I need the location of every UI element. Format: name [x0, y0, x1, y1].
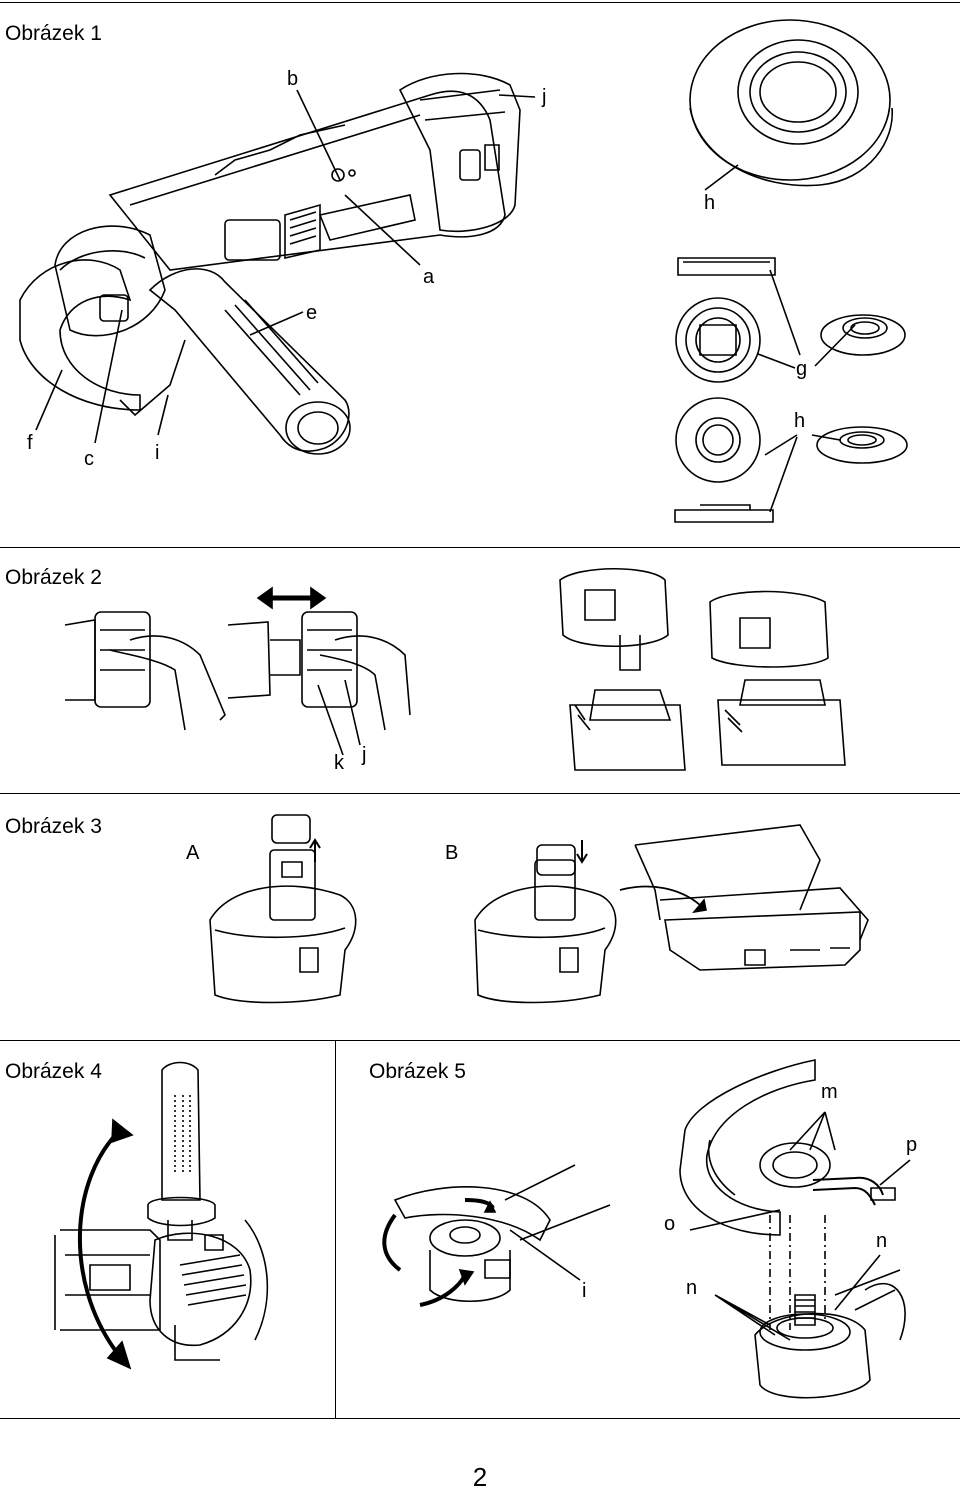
label-a: a — [423, 266, 435, 288]
rule-1 — [0, 547, 960, 548]
label-j-fig2: j — [362, 744, 367, 766]
figure-3-caption: Obrázek 3 — [5, 815, 102, 838]
label-g: g — [796, 358, 808, 380]
label-p: p — [906, 1134, 918, 1156]
angle-grinder-illustration — [0, 0, 960, 540]
label-k: k — [334, 752, 344, 774]
page-number: 2 — [472, 1462, 488, 1492]
subfigure-label-A: A — [186, 842, 200, 864]
label-n-left: n — [686, 1277, 698, 1299]
label-o: o — [664, 1213, 676, 1235]
label-e: e — [306, 302, 318, 324]
side-handle-rotation-illustration — [0, 1040, 335, 1418]
label-b: b — [287, 68, 299, 90]
label-h-top: h — [704, 192, 716, 214]
label-i-fig5: i — [582, 1280, 587, 1302]
figure-5-caption: Obrázek 5 — [369, 1060, 466, 1083]
rule-2 — [0, 793, 960, 794]
figure-1-caption: Obrázek 1 — [5, 22, 102, 45]
rule-3 — [0, 1040, 960, 1041]
label-m: m — [821, 1081, 838, 1103]
figure-4-caption: Obrázek 4 — [5, 1060, 102, 1083]
subfigure-label-B: B — [445, 842, 459, 864]
battery-insertion-illustration — [0, 540, 960, 800]
top-rule — [0, 2, 960, 3]
rule-4 — [0, 1418, 960, 1419]
label-c: c — [84, 448, 94, 470]
label-i: i — [155, 442, 160, 464]
label-h-mid: h — [794, 410, 806, 432]
figure-2-caption: Obrázek 2 — [5, 566, 102, 589]
guard-mounting-illustration — [335, 1040, 960, 1418]
flange-illustrations — [0, 0, 960, 540]
battery-cap-illustration — [0, 800, 960, 1040]
column-divider — [335, 1040, 336, 1418]
label-f: f — [27, 432, 33, 454]
label-j: j — [542, 86, 547, 108]
label-n-right: n — [876, 1230, 888, 1252]
